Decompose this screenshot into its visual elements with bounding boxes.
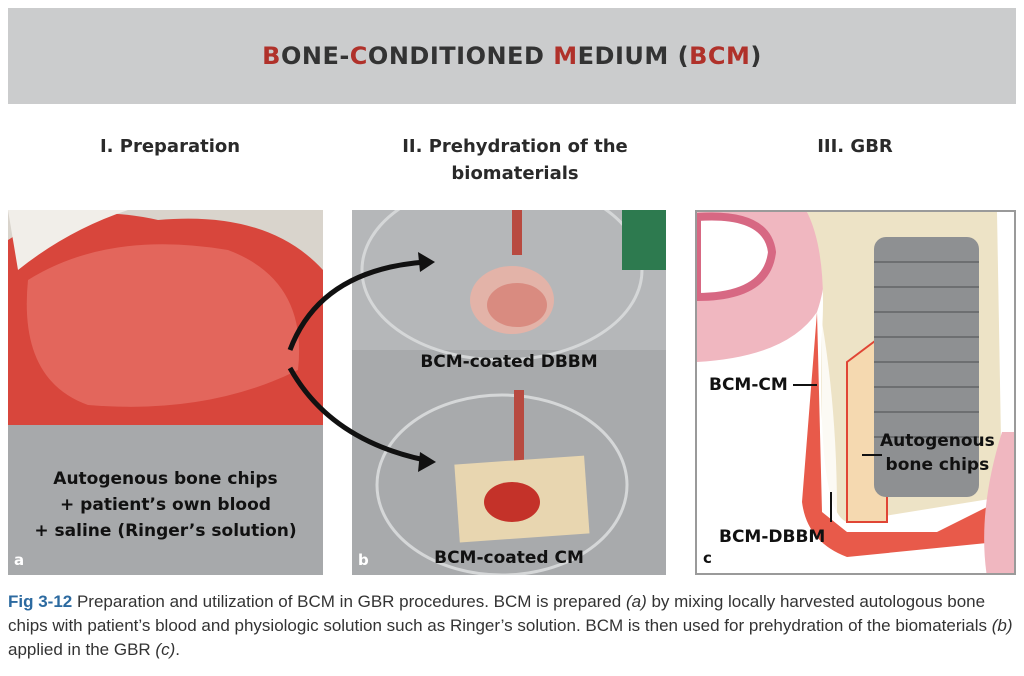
caption-text: applied in the GBR: [8, 640, 156, 659]
column-heading-preparation: I. Preparation: [99, 136, 241, 157]
panel-letter: b: [358, 551, 369, 569]
caption-ref: (a): [625, 592, 647, 611]
caption-text: .: [175, 640, 180, 659]
panel-a-photo: Autogenous bone chips + patient’s own bl…: [8, 210, 323, 575]
label-bcm-coated-cm: BCM-coated CM: [434, 548, 584, 568]
panel-letter: c: [703, 549, 712, 567]
title-part: EDIUM (: [577, 42, 690, 70]
title-part: BCM: [689, 42, 751, 70]
caption-ref: (b): [991, 616, 1013, 635]
panel-c-illustration: BCM-CM Autogenous bone chips BCM-DBBM c: [695, 210, 1016, 575]
title-part: B: [262, 42, 281, 70]
title-part: ): [750, 42, 762, 70]
bone-chips-photo: [8, 210, 323, 425]
caption-text: by mixing locally harvested autologous b…: [8, 592, 992, 635]
column-heading-prehydration: II. Prehydration of the biomaterials: [380, 133, 650, 187]
caption-text: Preparation and utilization of BCM in GB…: [72, 592, 626, 611]
title-part: ONDITIONED: [367, 42, 554, 70]
label-line: Autogenous: [880, 431, 995, 451]
desc-line: + patient’s own blood: [60, 495, 271, 515]
caption-ref: (c): [155, 640, 176, 659]
title-part: ONE-: [280, 42, 350, 70]
preparation-description: Autogenous bone chips + patient’s own bl…: [8, 466, 323, 544]
title-banner: BONE-CONDITIONED MEDIUM (BCM): [8, 8, 1016, 104]
column-heading-gbr: III. GBR: [817, 136, 893, 157]
label-bcm-cm: BCM-CM: [709, 375, 788, 395]
desc-line: + saline (Ringer’s solution): [34, 521, 297, 541]
panel-letter: a: [14, 551, 25, 569]
figure-number: Fig 3-12: [8, 592, 73, 611]
title-part: M: [553, 42, 578, 70]
heading-line: biomaterials: [451, 163, 579, 184]
heading-line: II. Prehydration of the: [402, 136, 628, 157]
desc-line: Autogenous bone chips: [53, 469, 278, 489]
panel-b-photo: BCM-coated DBBM BCM-coated CM b: [352, 210, 666, 575]
label-bcm-dbbm: BCM-DBBM: [719, 527, 826, 547]
title-part: C: [349, 42, 368, 70]
label-autogenous-bone-chips: Autogenous bone chips: [880, 429, 995, 477]
prehydration-photo: [352, 210, 666, 575]
figure-title: BONE-CONDITIONED MEDIUM (BCM): [262, 42, 762, 70]
label-bcm-coated-dbbm: BCM-coated DBBM: [420, 352, 598, 372]
gbr-illustration: [697, 212, 1014, 573]
figure-caption: Fig 3-12 Preparation and utilization of …: [8, 590, 1018, 662]
label-line: bone chips: [885, 455, 990, 475]
